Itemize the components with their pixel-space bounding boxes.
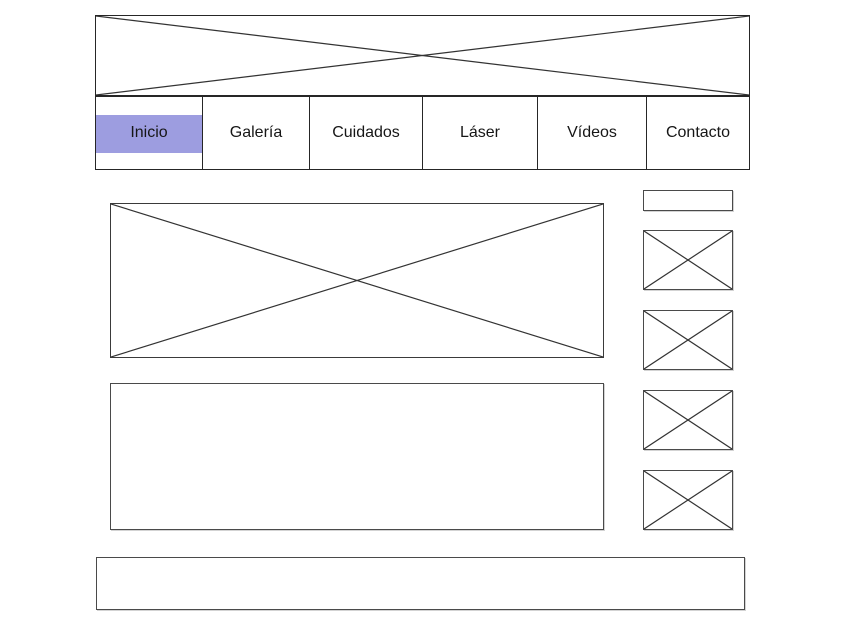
nav-item-label: Vídeos	[567, 124, 617, 141]
image-placeholder-x-icon	[644, 231, 732, 289]
sidebar-thumbnail-placeholder	[643, 390, 733, 450]
nav-item-cuidados[interactable]: Cuidados	[310, 97, 423, 169]
nav-item-inicio[interactable]: Inicio	[96, 97, 203, 169]
active-tab-highlight	[96, 115, 202, 153]
image-placeholder-x-icon	[644, 391, 732, 449]
nav-item-videos[interactable]: Vídeos	[538, 97, 647, 169]
image-placeholder-x-icon	[96, 16, 749, 95]
sidebar-thumbnail-placeholder	[643, 470, 733, 530]
nav-item-label: Inicio	[130, 124, 168, 141]
header-image-placeholder	[95, 15, 750, 96]
sidebar-small-box	[643, 190, 733, 211]
image-placeholder-x-icon	[111, 204, 603, 357]
hero-image-placeholder	[110, 203, 604, 358]
sidebar-thumbnail-placeholder	[643, 230, 733, 290]
nav-item-label: Contacto	[665, 124, 731, 141]
main-nav: Inicio Galería Cuidados Láser Vídeos Con…	[95, 96, 750, 170]
nav-item-label: Láser	[459, 124, 501, 141]
content-text-box	[110, 383, 604, 530]
footer-bar	[96, 557, 745, 610]
image-placeholder-x-icon	[644, 311, 732, 369]
nav-item-contacto[interactable]: Contacto	[647, 97, 749, 169]
image-placeholder-x-icon	[644, 471, 732, 529]
sidebar-thumbnail-placeholder	[643, 310, 733, 370]
nav-item-label: Galería	[229, 124, 283, 141]
nav-item-galeria[interactable]: Galería	[203, 97, 310, 169]
nav-item-label: Cuidados	[332, 124, 400, 141]
nav-item-laser[interactable]: Láser	[423, 97, 538, 169]
